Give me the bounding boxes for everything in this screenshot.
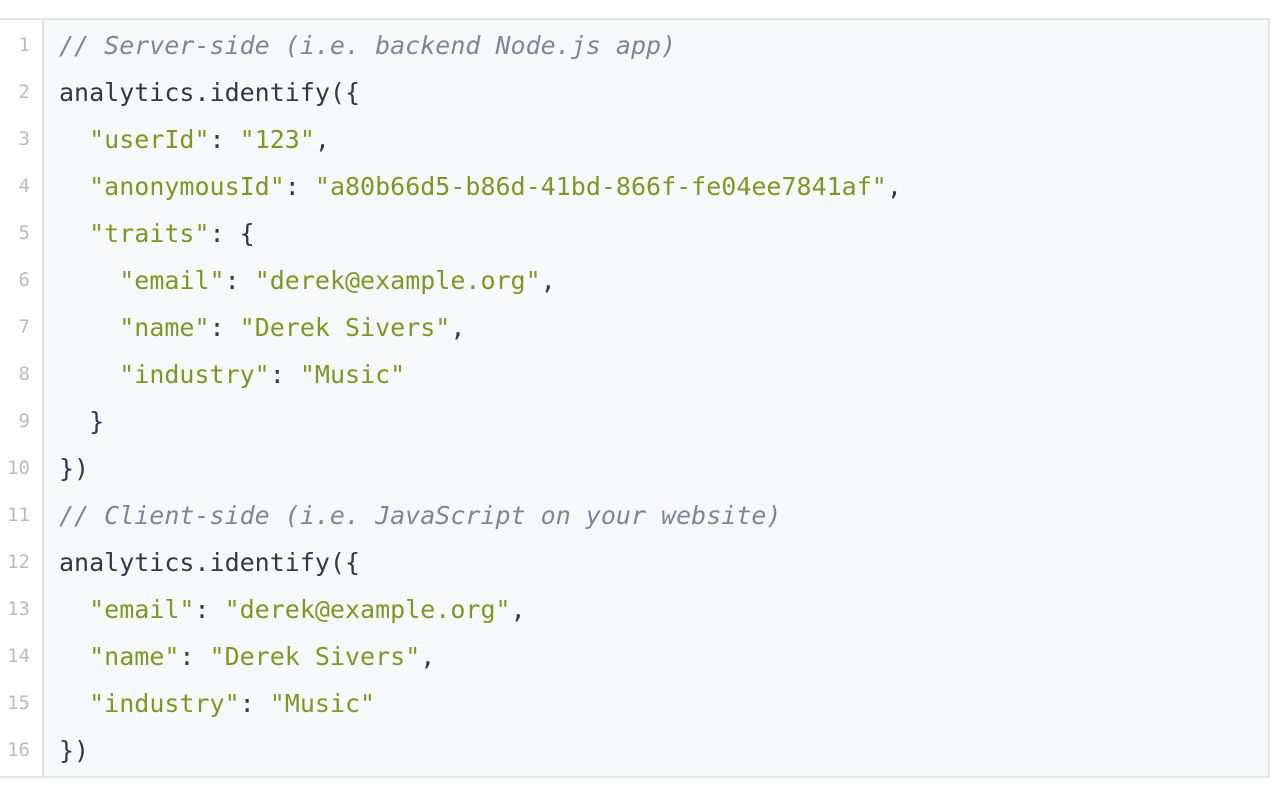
token-plain: }): [59, 454, 90, 483]
token-plain: :: [269, 360, 300, 389]
line-number: 6: [18, 269, 30, 291]
token-string: "name": [89, 642, 180, 671]
token-string: "derek@example.org": [254, 266, 541, 295]
code-line: // Server-side (i.e. backend Node.js app…: [59, 22, 1268, 69]
line-number: 1: [18, 34, 30, 56]
token-plain: :: [224, 266, 255, 295]
token-string: "industry": [89, 689, 240, 718]
code-line: "industry": "Music": [59, 680, 1268, 727]
code-line: "email": "derek@example.org",: [59, 586, 1268, 633]
line-number: 9: [18, 410, 30, 432]
token-string: "traits": [89, 219, 210, 248]
code-line: // Client-side (i.e. JavaScript on your …: [59, 492, 1268, 539]
token-string: "123": [239, 125, 315, 154]
code-line: "name": "Derek Sivers",: [59, 633, 1268, 680]
token-plain: [59, 689, 89, 718]
line-number: 15: [7, 692, 30, 714]
token-plain: : {: [209, 219, 255, 248]
code-line: analytics.identify({: [59, 539, 1268, 586]
token-plain: :: [194, 595, 225, 624]
line-number: 12: [7, 551, 30, 573]
token-string: "Derek Sivers": [239, 313, 451, 342]
code-line: "userId": "123",: [59, 116, 1268, 163]
token-plain: analytics.identify({: [59, 78, 361, 107]
line-number: 11: [7, 504, 30, 526]
token-plain: [59, 125, 89, 154]
token-plain: ,: [420, 642, 436, 671]
token-plain: }: [59, 407, 105, 436]
token-plain: :: [239, 689, 270, 718]
token-string: "name": [119, 313, 210, 342]
token-plain: [59, 266, 119, 295]
line-number: 3: [18, 128, 30, 150]
code-line: }): [59, 445, 1268, 492]
token-plain: [59, 313, 119, 342]
line-number: 7: [18, 316, 30, 338]
token-plain: [59, 360, 119, 389]
code-line: }: [59, 398, 1268, 445]
token-string: "Music": [299, 360, 406, 389]
token-plain: ,: [510, 595, 526, 624]
token-plain: [59, 642, 89, 671]
token-plain: :: [179, 642, 210, 671]
code-line: "industry": "Music": [59, 351, 1268, 398]
token-plain: :: [284, 172, 315, 201]
token-string: "Derek Sivers": [209, 642, 421, 671]
token-plain: [59, 595, 89, 624]
line-number: 13: [7, 598, 30, 620]
token-plain: ,: [314, 125, 330, 154]
code-line: analytics.identify({: [59, 69, 1268, 116]
line-number: 2: [18, 81, 30, 103]
token-plain: ,: [450, 313, 466, 342]
line-number: 14: [7, 645, 30, 667]
line-number: 8: [18, 363, 30, 385]
line-number: 5: [18, 222, 30, 244]
token-string: "derek@example.org": [224, 595, 511, 624]
code-line: "name": "Derek Sivers",: [59, 304, 1268, 351]
line-number: 10: [7, 457, 30, 479]
token-string: "a80b66d5-b86d-41bd-866f-fe04ee7841af": [314, 172, 887, 201]
token-plain: analytics.identify({: [59, 548, 361, 577]
token-string: "industry": [119, 360, 270, 389]
line-number: 4: [18, 175, 30, 197]
token-string: "anonymousId": [89, 172, 285, 201]
token-plain: [59, 172, 89, 201]
code-line: "anonymousId": "a80b66d5-b86d-41bd-866f-…: [59, 163, 1268, 210]
code-line: "traits": {: [59, 210, 1268, 257]
code-content: // Server-side (i.e. backend Node.js app…: [44, 20, 1268, 776]
token-plain: [59, 219, 89, 248]
token-plain: ,: [886, 172, 902, 201]
code-line: }): [59, 727, 1268, 774]
token-comment: // Server-side (i.e. backend Node.js app…: [59, 31, 677, 60]
token-plain: :: [209, 125, 240, 154]
token-string: "email": [119, 266, 225, 295]
token-comment: // Client-side (i.e. JavaScript on your …: [59, 501, 782, 530]
token-plain: }): [59, 736, 90, 765]
token-plain: ,: [540, 266, 556, 295]
line-number: 16: [7, 739, 30, 761]
token-plain: :: [209, 313, 240, 342]
token-string: "Music": [269, 689, 376, 718]
token-string: "email": [89, 595, 195, 624]
token-string: "userId": [89, 125, 210, 154]
code-line: "email": "derek@example.org",: [59, 257, 1268, 304]
